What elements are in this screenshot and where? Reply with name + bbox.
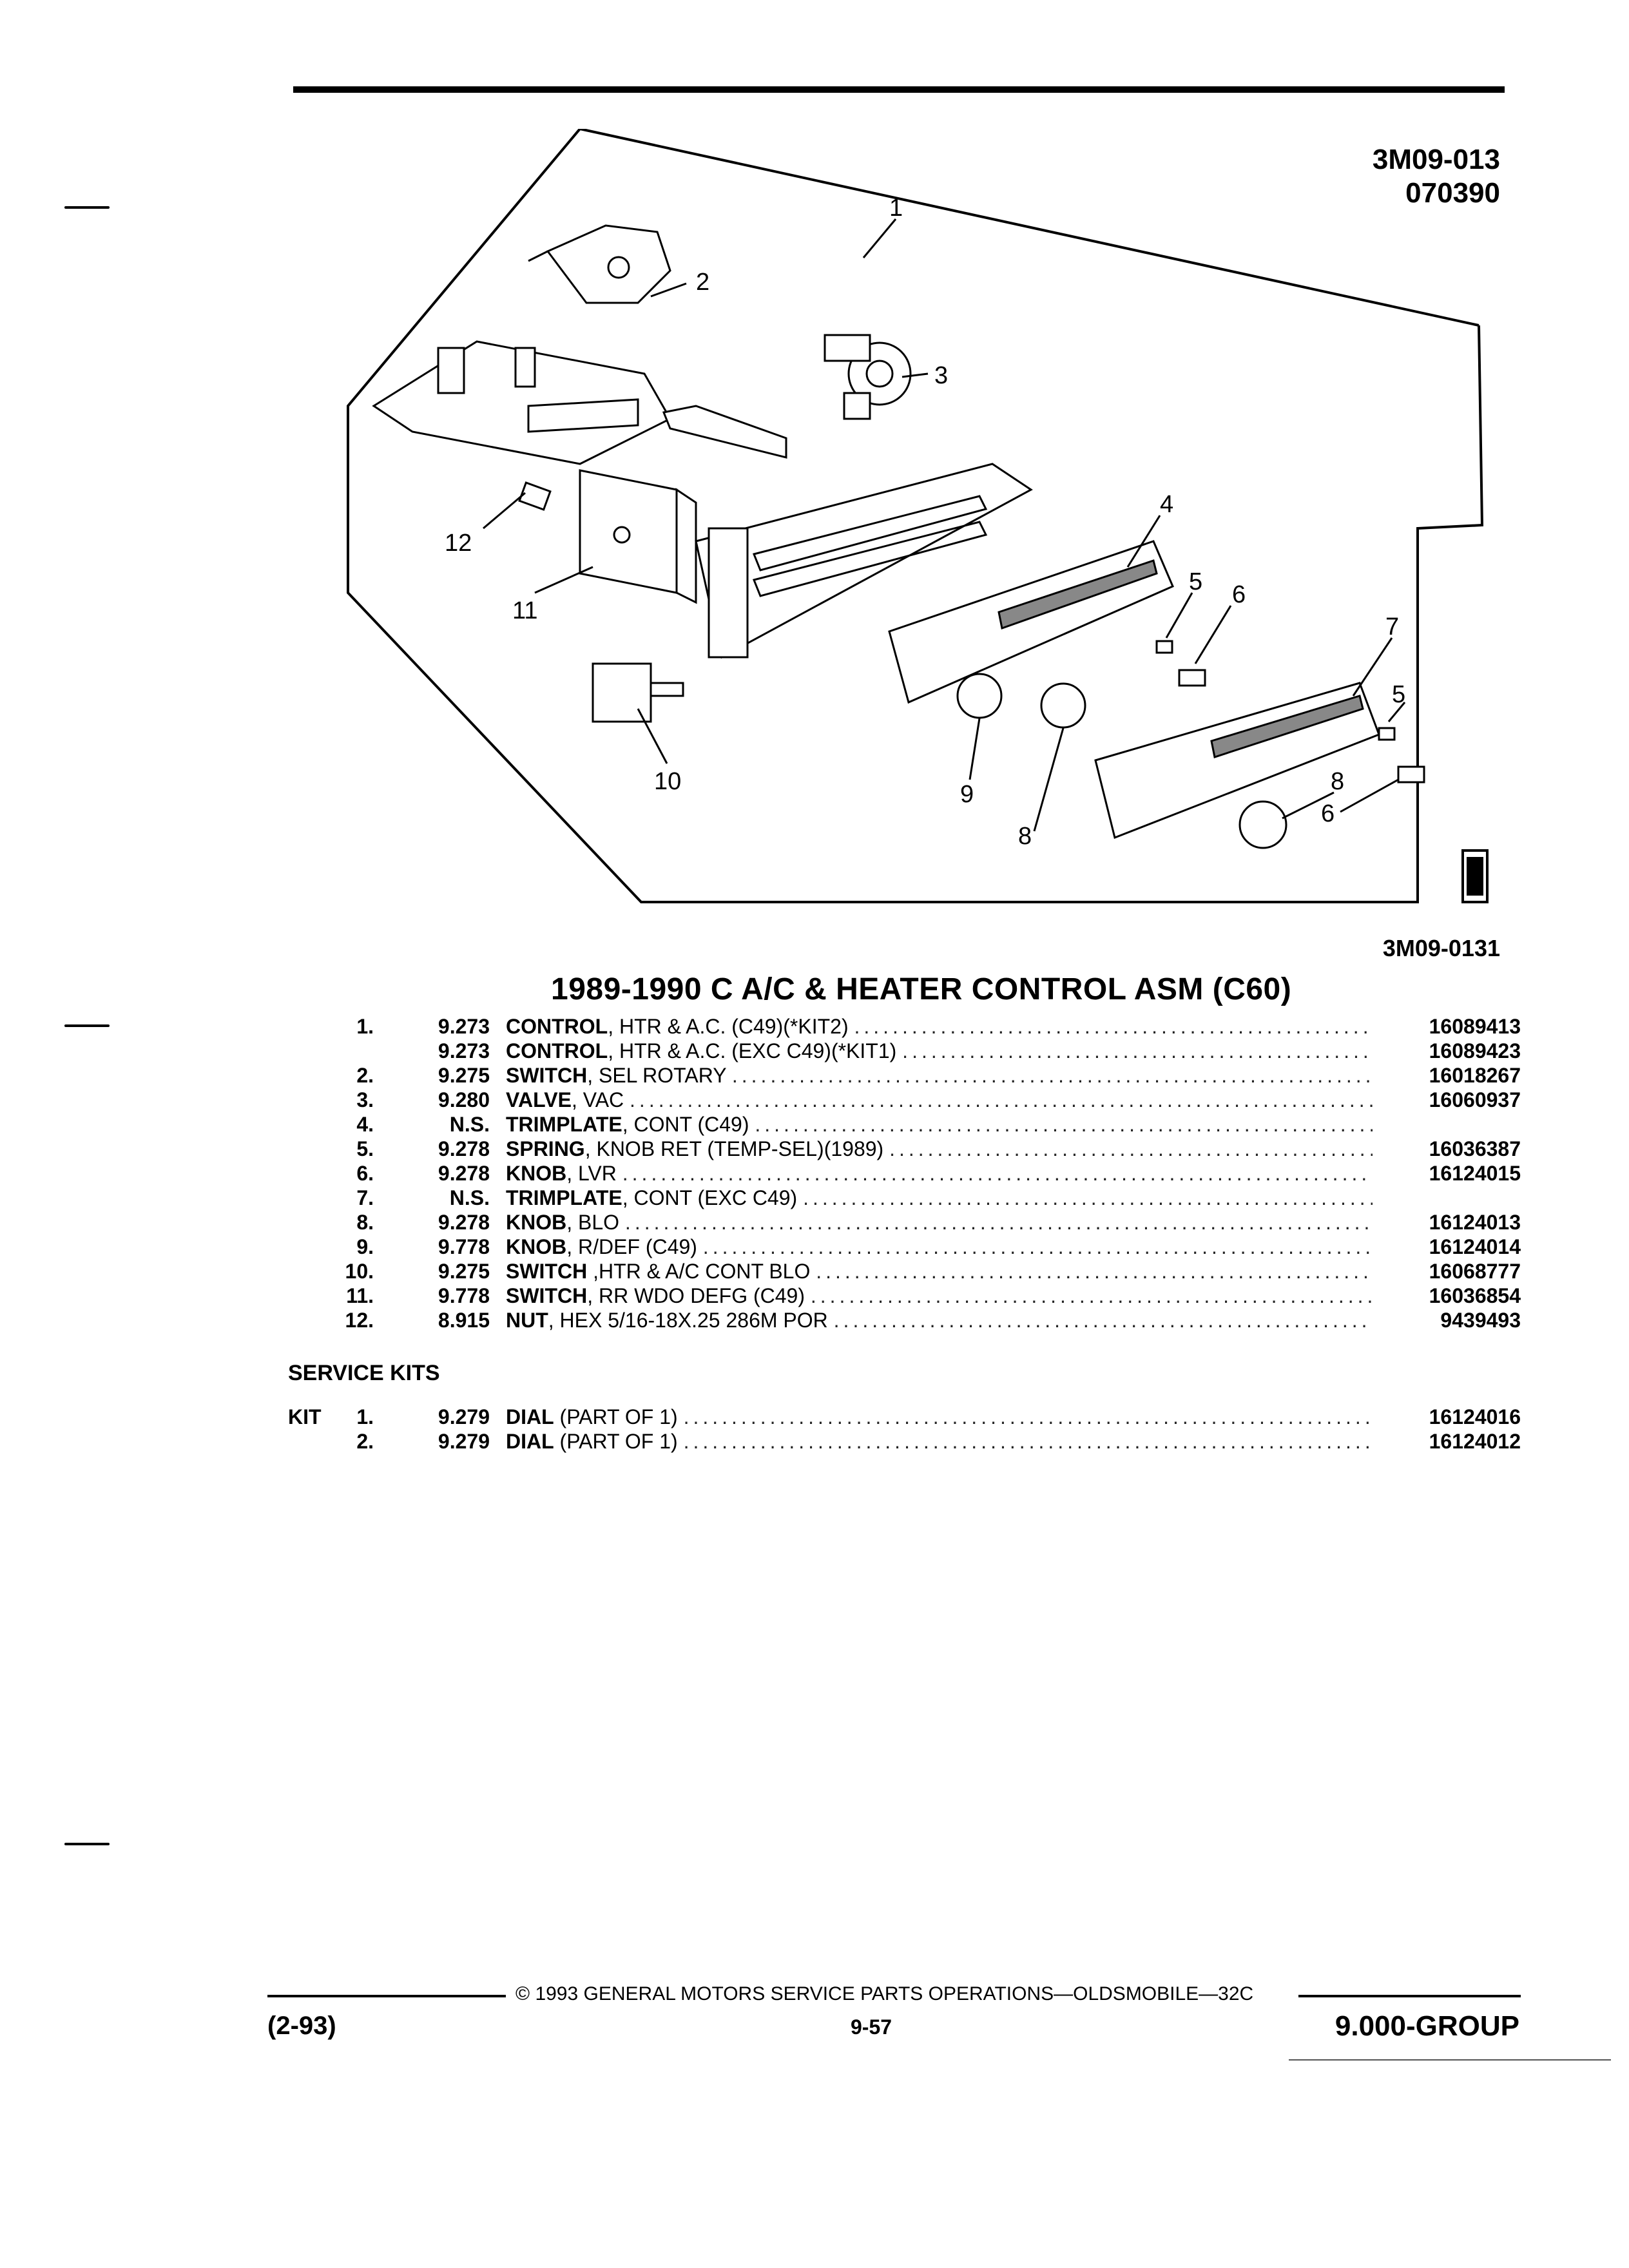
- leader-lines: [483, 218, 1406, 832]
- knob-drawing: [956, 673, 1086, 729]
- diagram-border: [347, 129, 1484, 903]
- page-number: 9-57: [851, 2015, 892, 2039]
- trimplate-exc-c49-drawing: [1094, 682, 1380, 849]
- figure-id: 3M09-0131: [1382, 935, 1500, 961]
- list-item: 7.N.S.TRIMPLATE, CONT (EXC C49) ........…: [356, 1186, 1373, 1209]
- page-title: 1989-1990 C A/C & HEATER CONTROL ASM (C6…: [551, 972, 1292, 1006]
- callout-8-second: 8: [1331, 768, 1344, 795]
- defog-switch-drawing: [579, 469, 697, 604]
- callout-5: 5: [1189, 568, 1202, 595]
- exploded-view-diagram: 1 2 3 4 5 6 7 5 12 11 10 9 8 8 6: [347, 129, 1489, 903]
- binder-mark: [64, 1024, 110, 1027]
- vacuum-valve-drawing: [824, 334, 912, 420]
- selector-switch-drawing: [528, 224, 671, 304]
- footer-rule-right: [1298, 1995, 1521, 1997]
- trimplate-c49-drawing: [888, 540, 1174, 704]
- callout-7: 7: [1385, 613, 1399, 640]
- footer-date: (2-93): [267, 2012, 336, 2040]
- callout-11: 11: [512, 597, 537, 624]
- callout-6: 6: [1232, 581, 1246, 608]
- callout-9: 9: [960, 781, 974, 808]
- bottom-rule: [1289, 2059, 1611, 2061]
- lever-knob-drawing: [1155, 640, 1425, 783]
- blower-switch-drawing: [592, 662, 684, 723]
- callout-10: 10: [654, 768, 681, 795]
- footer-group: 9.000-GROUP: [1335, 2010, 1519, 2042]
- binder-mark: [64, 1843, 110, 1845]
- callout-8: 8: [1018, 823, 1032, 850]
- hex-nut-drawing: [518, 481, 552, 511]
- list-item: 4.N.S.TRIMPLATE, CONT (C49) ............…: [356, 1113, 1373, 1136]
- callout-5-second: 5: [1392, 681, 1405, 708]
- binder-mark: [64, 206, 110, 209]
- control-panel-drawing: [695, 463, 1033, 659]
- callout-1: 1: [889, 195, 903, 222]
- footer-rule-left: [267, 1995, 506, 1997]
- service-kits-heading: SERVICE KITS: [288, 1361, 440, 1385]
- callout-2: 2: [696, 269, 709, 296]
- lever-drawing: [662, 405, 787, 459]
- reference-date: 070390: [1405, 177, 1500, 209]
- callout-12: 12: [445, 530, 472, 557]
- gm-spo-logo: [1461, 849, 1489, 903]
- top-rule: [293, 86, 1505, 93]
- callout-6-second: 6: [1321, 800, 1335, 827]
- callout-4: 4: [1160, 491, 1173, 518]
- reference-id: 3M09-013: [1372, 144, 1500, 175]
- control-housing-drawing: [372, 340, 672, 465]
- callout-3: 3: [934, 362, 948, 389]
- footer-copyright: © 1993 GENERAL MOTORS SERVICE PARTS OPER…: [516, 1983, 1254, 2004]
